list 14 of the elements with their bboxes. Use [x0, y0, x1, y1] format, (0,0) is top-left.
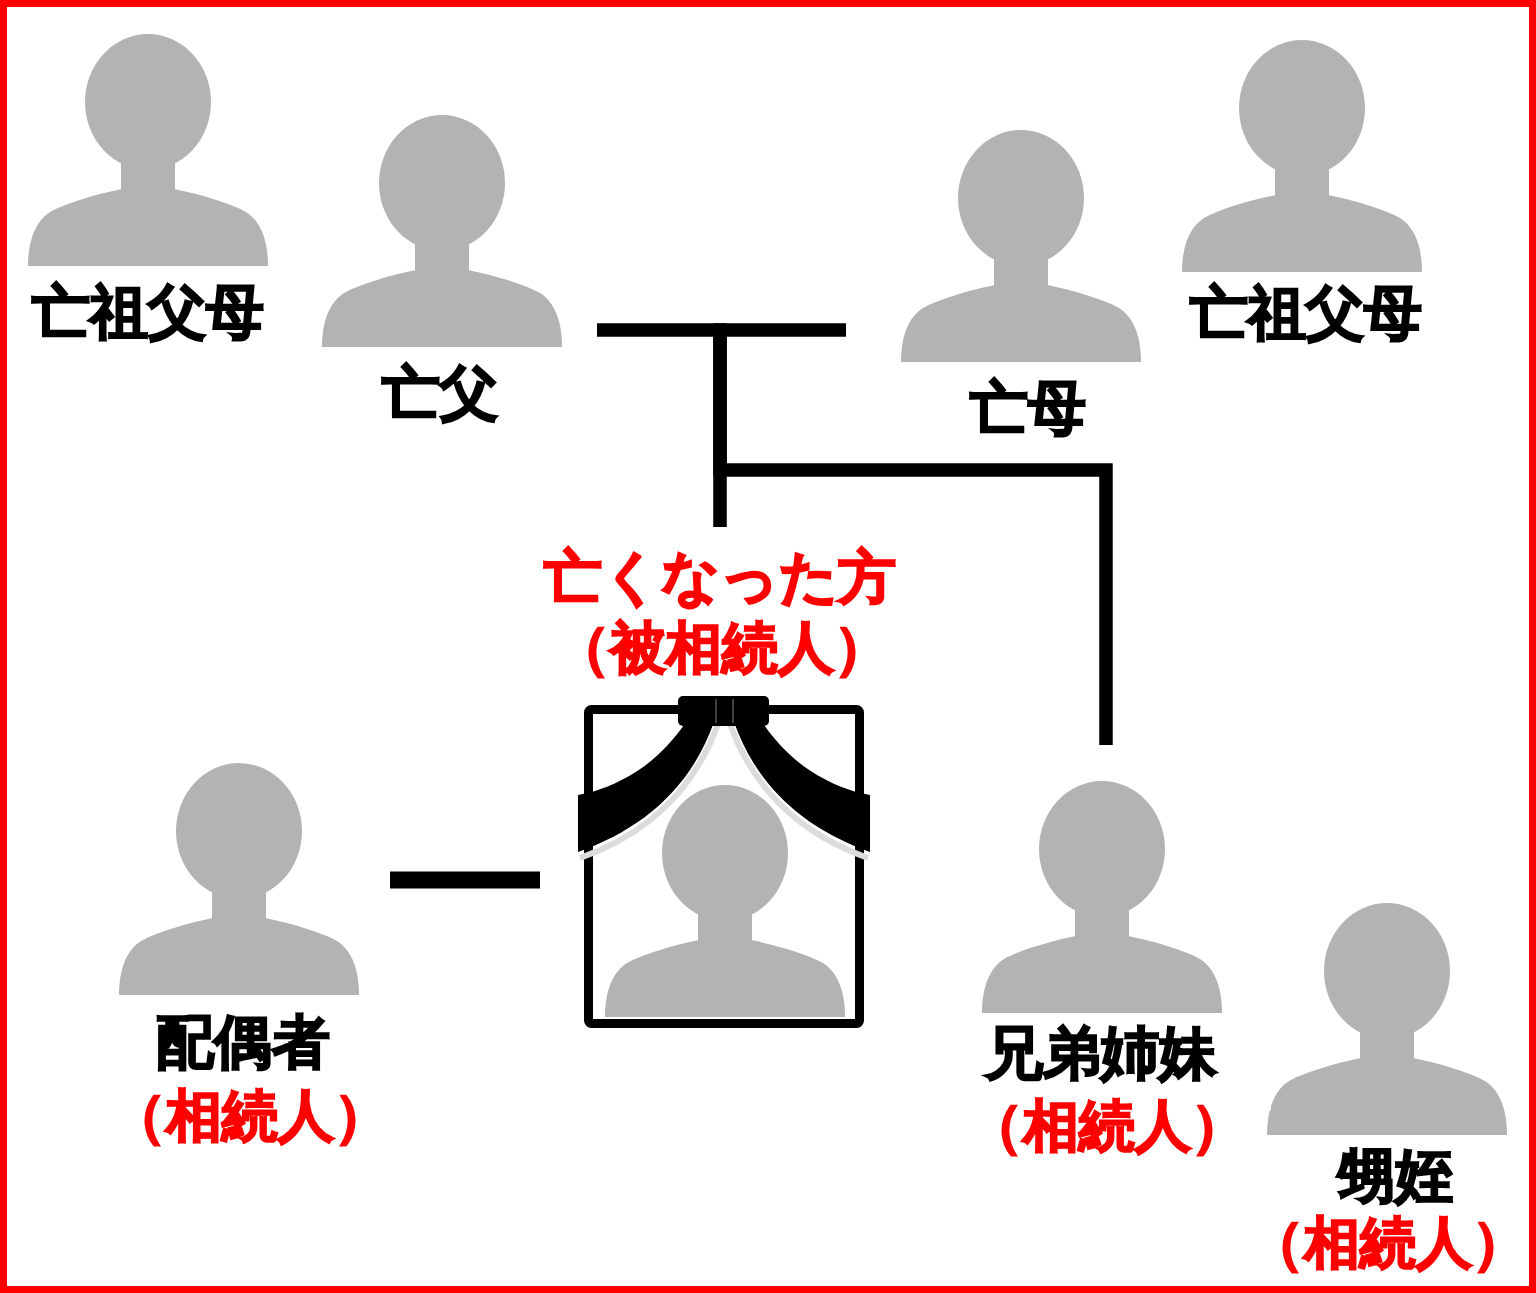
role-label: （相続人）	[967, 1095, 1247, 1157]
name-label: 亡祖父母	[1190, 281, 1422, 345]
connector-line	[390, 871, 540, 889]
name-label: 亡くなった方	[544, 545, 896, 609]
name-label: 配偶者	[156, 1010, 330, 1074]
name-label: 亡祖父母	[32, 280, 264, 344]
name-label: 兄弟姉妹	[985, 1021, 1217, 1085]
name-label: 亡父	[382, 361, 498, 425]
name-label: 甥姪	[1337, 1144, 1453, 1208]
role-label: （被相続人）	[554, 617, 890, 679]
role-label: （相続人）	[110, 1085, 390, 1147]
connector-line	[713, 323, 1113, 745]
role-label: （相続人）	[1248, 1212, 1528, 1274]
name-label: 亡母	[970, 376, 1086, 440]
